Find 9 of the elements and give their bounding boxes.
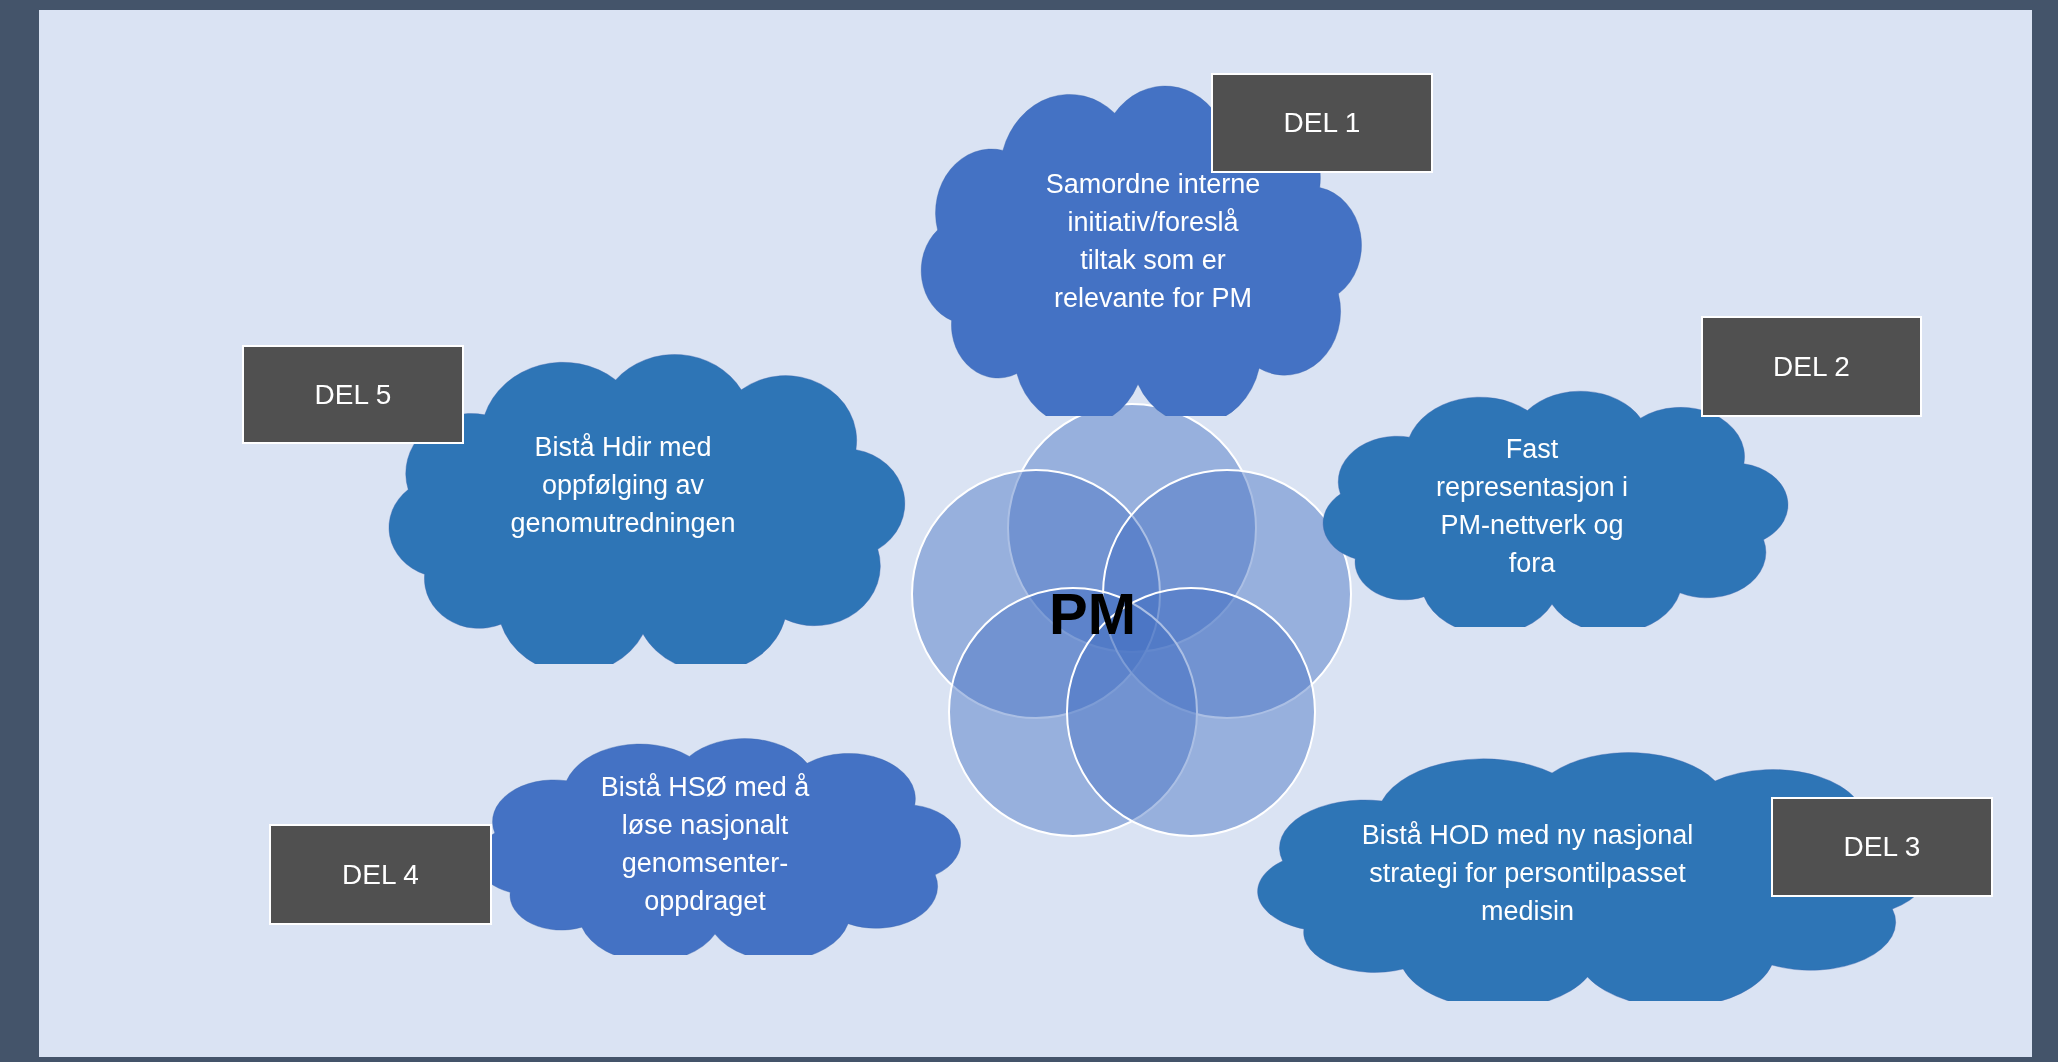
cloud-text: Fast representasjon i PM-nettverk og fora [1434, 432, 1630, 580]
label-tag: DEL 4 [269, 824, 492, 925]
label-tag: DEL 5 [242, 345, 464, 444]
label-tag: DEL 3 [1771, 797, 1993, 897]
cloud-text: Bistå Hdir med oppfølging av genomutredningen [509, 430, 737, 540]
label-tag: DEL 1 [1211, 73, 1433, 173]
cloud-text: Bistå HOD med ny nasjonal strategi for persontilpasset medisin [1360, 819, 1695, 928]
cloud-text: Bistå HSØ med å løse nasjonalt genomsenter- oppdraget [599, 770, 811, 918]
label-tag: DEL 2 [1701, 316, 1922, 417]
